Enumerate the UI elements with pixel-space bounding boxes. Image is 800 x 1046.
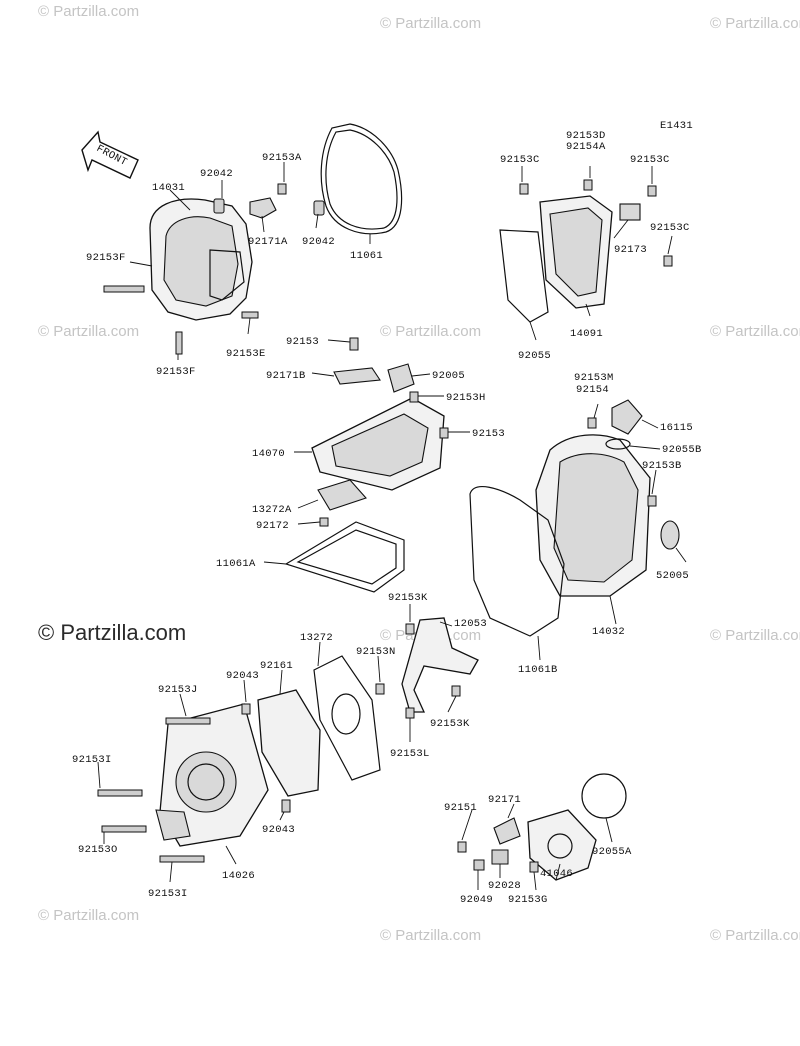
part-label[interactable]: 12053	[454, 618, 487, 630]
leader-lines	[97, 162, 687, 891]
part-label[interactable]: 92153G	[508, 894, 548, 906]
bolts-group4	[587, 417, 657, 507]
watermark: © Partzilla.com	[380, 323, 481, 340]
oring-92055A	[581, 773, 627, 819]
part-label[interactable]: 14026	[222, 870, 255, 882]
part-label[interactable]: 92161	[260, 660, 293, 672]
part-label[interactable]: 13272	[300, 632, 333, 644]
part-label[interactable]: 92172	[256, 520, 289, 532]
part-label[interactable]: 92153B	[642, 460, 682, 472]
bolts-group2	[519, 179, 673, 267]
part-label[interactable]: 92153K	[430, 718, 470, 730]
clutch-cover-14031	[149, 198, 253, 321]
part-label[interactable]: 92173	[614, 244, 647, 256]
part-label[interactable]: 92153	[286, 336, 319, 348]
watermark: © Partzilla.com	[710, 627, 800, 644]
part-label[interactable]: 92153A	[262, 152, 302, 164]
part-label[interactable]: 92043	[226, 670, 259, 682]
part-label[interactable]: 92153M	[574, 372, 614, 384]
part-label[interactable]: 92153N	[356, 646, 396, 658]
cover-41046	[527, 809, 597, 881]
part-label[interactable]: 14070	[252, 448, 285, 460]
part-label[interactable]: 92153D	[566, 130, 606, 142]
generator-cover-14026	[155, 703, 269, 847]
part-label[interactable]: 92042	[200, 168, 233, 180]
part-label[interactable]: 92153E	[226, 348, 266, 360]
gasket-92055	[499, 229, 549, 323]
part-label[interactable]: 11061B	[518, 664, 558, 676]
gasket-11061B	[469, 486, 565, 637]
bolts-group6	[97, 683, 385, 863]
part-label[interactable]: 13272A	[252, 504, 292, 516]
cap-16115	[605, 399, 643, 450]
watermark: © Partzilla.com	[710, 927, 800, 944]
watermark: © Partzilla.com	[380, 15, 481, 32]
part-label[interactable]: 92153H	[446, 392, 486, 404]
part-label[interactable]: 92153K	[388, 592, 428, 604]
part-label[interactable]: 92171B	[266, 370, 306, 382]
dowel-92042	[213, 198, 325, 216]
watermark: © Partzilla.com	[380, 927, 481, 944]
part-label[interactable]: 92153L	[390, 748, 430, 760]
center-watermark: © Partzilla.com	[38, 620, 186, 645]
part-label[interactable]: 92005	[432, 370, 465, 382]
cover-14032	[535, 434, 651, 597]
bracket-12053	[401, 617, 479, 713]
bolts-group1	[103, 183, 287, 355]
part-label[interactable]: 92151	[444, 802, 477, 814]
part-label[interactable]: 92042	[302, 236, 335, 248]
part-label[interactable]: 92055	[518, 350, 551, 362]
part-label[interactable]: 92055B	[662, 444, 702, 456]
watermark: © Partzilla.com	[38, 907, 139, 924]
part-label[interactable]: 14032	[592, 626, 625, 638]
part-label[interactable]: 92153O	[78, 844, 118, 856]
watermark: © Partzilla.com	[38, 323, 139, 340]
bolts-group3	[319, 337, 449, 527]
part-label[interactable]: 92154	[576, 384, 609, 396]
gasket-11061A	[284, 521, 405, 593]
part-label[interactable]: 41046	[540, 868, 573, 880]
part-label[interactable]: 52005	[656, 570, 689, 582]
part-labels: 92153A 92042 14031 92171A 92153F 92042 1…	[72, 130, 702, 906]
cover-14091	[539, 195, 613, 309]
part-label[interactable]: 92171A	[248, 236, 288, 248]
part-label[interactable]: 14091	[570, 328, 603, 340]
part-label[interactable]: 92154A	[566, 141, 606, 153]
part-label[interactable]: 92049	[460, 894, 493, 906]
oil-seal-52005	[660, 520, 680, 550]
part-label[interactable]: 92153	[472, 428, 505, 440]
bolts-group7	[457, 817, 539, 873]
cover-14070	[311, 397, 445, 491]
part-label[interactable]: 92153F	[156, 366, 196, 378]
part-label[interactable]: 92153C	[500, 154, 540, 166]
part-label[interactable]: 16115	[660, 422, 693, 434]
part-label[interactable]: 92043	[262, 824, 295, 836]
part-label[interactable]: 92153I	[72, 754, 112, 766]
front-arrow-icon: FRONT	[81, 130, 139, 179]
cover-92161	[257, 689, 321, 797]
part-label[interactable]: 92153F	[86, 252, 126, 264]
watermark: © Partzilla.com	[38, 3, 139, 20]
part-label[interactable]: 11061A	[216, 558, 256, 570]
part-label[interactable]: 92153C	[630, 154, 670, 166]
gasket-13272	[313, 655, 381, 781]
watermark: © Partzilla.com	[710, 323, 800, 340]
part-label[interactable]: 92055A	[592, 846, 632, 858]
part-label[interactable]: 92153I	[148, 888, 188, 900]
part-label[interactable]: 11061	[350, 250, 383, 262]
part-label[interactable]: 92171	[488, 794, 521, 806]
diagram-code: E1431	[660, 120, 693, 132]
part-label[interactable]: 92153C	[650, 222, 690, 234]
watermark: © Partzilla.com	[710, 15, 800, 32]
filter-13272A	[317, 479, 367, 511]
part-label[interactable]: 92028	[488, 880, 521, 892]
clutch-gasket-11061	[320, 123, 403, 235]
part-label[interactable]: 14031	[152, 182, 185, 194]
part-label[interactable]: 92153J	[158, 684, 198, 696]
